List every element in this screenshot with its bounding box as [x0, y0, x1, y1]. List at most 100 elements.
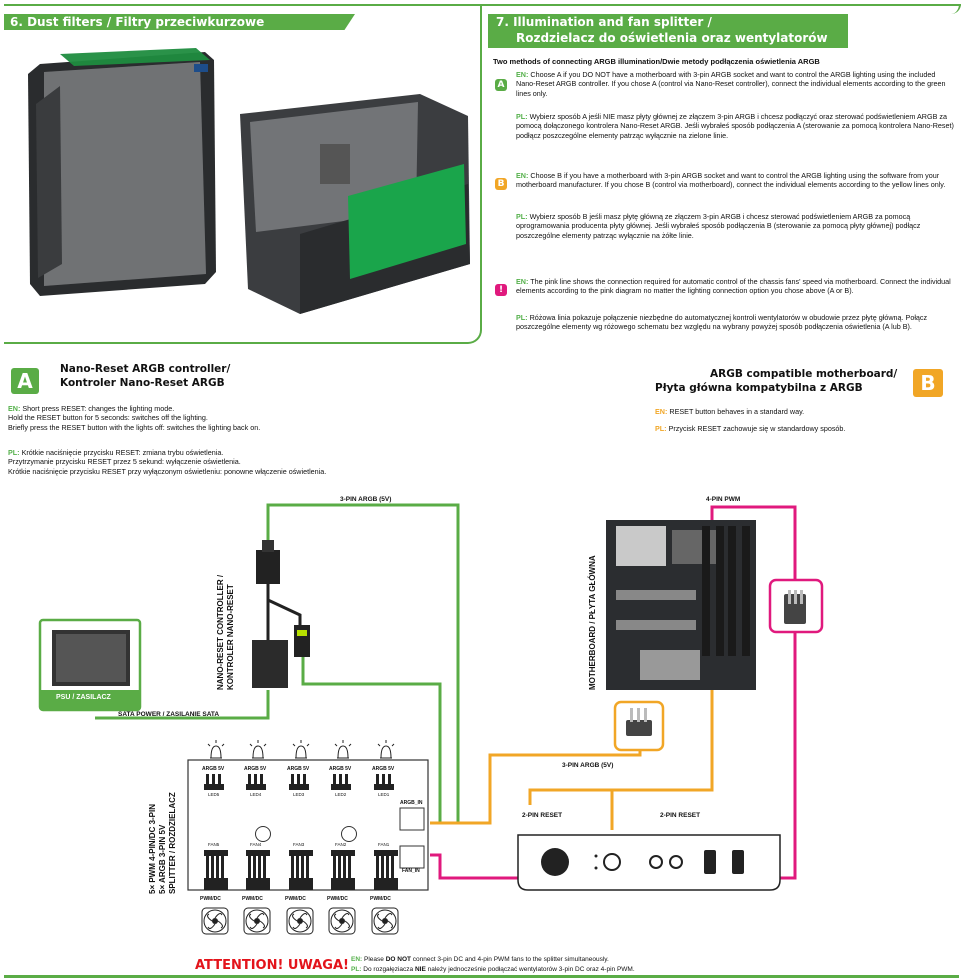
fan-item: PWM/DC FAN3 — [283, 842, 319, 948]
pwm-dc-label: PWM/DC — [200, 896, 221, 902]
case-images — [28, 48, 470, 314]
attention-en-c: connect 3-pin DC and 4-pin PWM fans to t… — [410, 956, 609, 963]
fan-icon — [201, 907, 229, 935]
method-b-en-text: Choose B if you have a motherboard with … — [516, 171, 946, 190]
method-a-en-text: Choose A if you DO NOT have a motherboar… — [516, 70, 946, 98]
argb-in-label: ARGB_IN — [400, 800, 423, 806]
bottom-border-line — [4, 975, 959, 978]
led-item: ARGB 5V — [325, 738, 361, 778]
pwm-dc-label: PWM/DC — [327, 896, 348, 902]
method-a-pl-text: Wybierz sposób A jeśli NIE masz płyty gł… — [516, 112, 954, 140]
argb-5v-label: ARGB 5V — [202, 766, 225, 772]
fan-id: FAN3 — [293, 842, 305, 847]
option-b-title1: ARGB compatible motherboard/ — [710, 368, 898, 380]
pwm-dc-label: PWM/DC — [370, 896, 391, 902]
argb-top-label: 3-PIN ARGB (5V) — [340, 496, 392, 503]
fan-icon — [243, 907, 271, 935]
argb-connector — [626, 708, 652, 736]
option-a-badge: A — [11, 368, 39, 394]
option-b-en-text: RESET button behaves in a standard way. — [669, 407, 805, 416]
motherboard-image — [606, 520, 756, 690]
pl-tag: PL: — [351, 966, 362, 973]
top-border-line — [4, 4, 961, 14]
option-a-en3: Briefly press the RESET button with the … — [8, 422, 261, 432]
sata-label: SATA POWER / ZASILANIE SATA — [118, 711, 220, 718]
pink-line-pwm — [430, 630, 797, 880]
splitter-label1: 5× PWM 4-PIN/DC 3-PIN — [148, 803, 157, 894]
attention-en: EN: Please DO NOT connect 3-pin DC and 4… — [351, 956, 609, 963]
led-icon — [377, 740, 395, 759]
led-id: LED4 — [250, 792, 262, 797]
wiring-diagram — [38, 503, 824, 891]
case-side-image — [240, 94, 470, 314]
argb-5v-label: ARGB 5V — [372, 766, 395, 772]
method-b-pl-text: Wybierz sposób B jeśli masz płytę główną… — [516, 212, 921, 240]
method-a-en: EN: Choose A if you DO NOT have a mother… — [516, 70, 954, 98]
pl-tag: PL: — [516, 112, 528, 121]
pl-tag: PL: — [516, 212, 528, 221]
method-b-pl: PL: Wybierz sposób B jeśli masz płytę gł… — [516, 212, 954, 240]
pink-line-pwm-top — [710, 505, 797, 580]
section6-header: 6. Dust filters / Filtry przeciwkurzowe — [4, 14, 355, 30]
nano-reset-controller — [252, 540, 310, 688]
led-connector: LED5 — [202, 774, 228, 800]
pwm-dc-label: PWM/DC — [285, 896, 306, 902]
fan-id: FAN1 — [378, 842, 390, 847]
en-tag: EN: — [516, 171, 529, 180]
attention-en-b: DO NOT — [385, 956, 411, 963]
controller-label2: KONTROLER NANO-RESET — [226, 584, 235, 690]
led-item: ARGB 5V — [198, 738, 234, 778]
reset-right-label: 2-PIN RESET — [660, 812, 701, 819]
reset-left-label: 2-PIN RESET — [522, 812, 563, 819]
method-a-pl: PL: Wybierz sposób A jeśli NIE masz płyt… — [516, 112, 954, 140]
green-line-controller — [301, 655, 442, 823]
pink-badge: ! — [495, 284, 507, 296]
section6-title: 6. Dust filters / Filtry przeciwkurzowe — [10, 15, 265, 29]
option-a-en2: Hold the RESET button for 5 seconds: swi… — [8, 413, 208, 423]
argb-5v-label: ARGB 5V — [329, 766, 352, 772]
pink-en-text: The pink line shows the connection requi… — [516, 277, 951, 296]
en-tag: EN: — [516, 70, 529, 79]
yellow-line-reset-right — [612, 690, 714, 792]
led-item: ARGB 5V — [283, 738, 319, 778]
argb-mid-label: 3-PIN ARGB (5V) — [562, 762, 614, 769]
splitter-label2: 5× ARGB 3-PIN 5V — [158, 824, 167, 894]
en-tag: EN: — [655, 407, 668, 416]
argb-5v-label: ARGB 5V — [244, 766, 267, 772]
led-id: LED3 — [293, 792, 305, 797]
fan-item: PWM/DC FAN2 — [325, 842, 361, 948]
attention-pl: PL: Do rozgałęziacza NIE należy jednocze… — [351, 966, 635, 973]
green-line-sata — [95, 690, 270, 720]
led-item: ARGB 5V — [240, 738, 276, 778]
motherboard-label: MOTHERBOARD / PŁYTA GŁÓWNA — [588, 555, 597, 690]
option-a-pl2: Przytrzymanie przycisku RESET przez 5 se… — [8, 457, 241, 467]
pl-tag: PL: — [655, 424, 667, 433]
method-b-badge: B — [495, 178, 507, 190]
pl-tag: PL: — [516, 313, 528, 322]
led-connector: LED4 — [244, 774, 270, 800]
method-b-en: EN: Choose B if you have a motherboard w… — [516, 171, 954, 190]
led-icon — [207, 740, 225, 759]
led-connector: LED2 — [329, 774, 355, 800]
fan-icon — [371, 907, 399, 935]
psu-image — [52, 630, 130, 686]
led-id: LED2 — [335, 792, 347, 797]
fan-icon — [286, 907, 314, 935]
fan-id: FAN5 — [208, 842, 220, 847]
fan-id: FAN2 — [335, 842, 347, 847]
method-a-badge: A — [495, 79, 507, 91]
led-connector: LED1 — [372, 774, 398, 800]
led-icon — [292, 740, 310, 759]
option-a-title1: Nano-Reset ARGB controller/ — [60, 363, 231, 375]
attention-pl-c: należy jednocześnie podłączać wentylator… — [425, 966, 635, 973]
led-icon — [249, 740, 267, 759]
led-connector: LED3 — [287, 774, 313, 800]
psu-label: PSU / ZASILACZ — [56, 694, 111, 701]
case-front-image — [28, 48, 216, 296]
attention-pl-b: NIE — [414, 966, 426, 973]
option-a-pl1: Krótkie naciśnięcie przycisku RESET: zmi… — [21, 448, 224, 457]
option-a-pl: PL: Krótkie naciśnięcie przycisku RESET:… — [8, 448, 488, 476]
yellow-line-reset-left — [528, 788, 614, 830]
splitter-hole — [341, 826, 357, 842]
section7-title-line2: Rozdzielacz do oświetlenia oraz wentylat… — [516, 31, 828, 45]
